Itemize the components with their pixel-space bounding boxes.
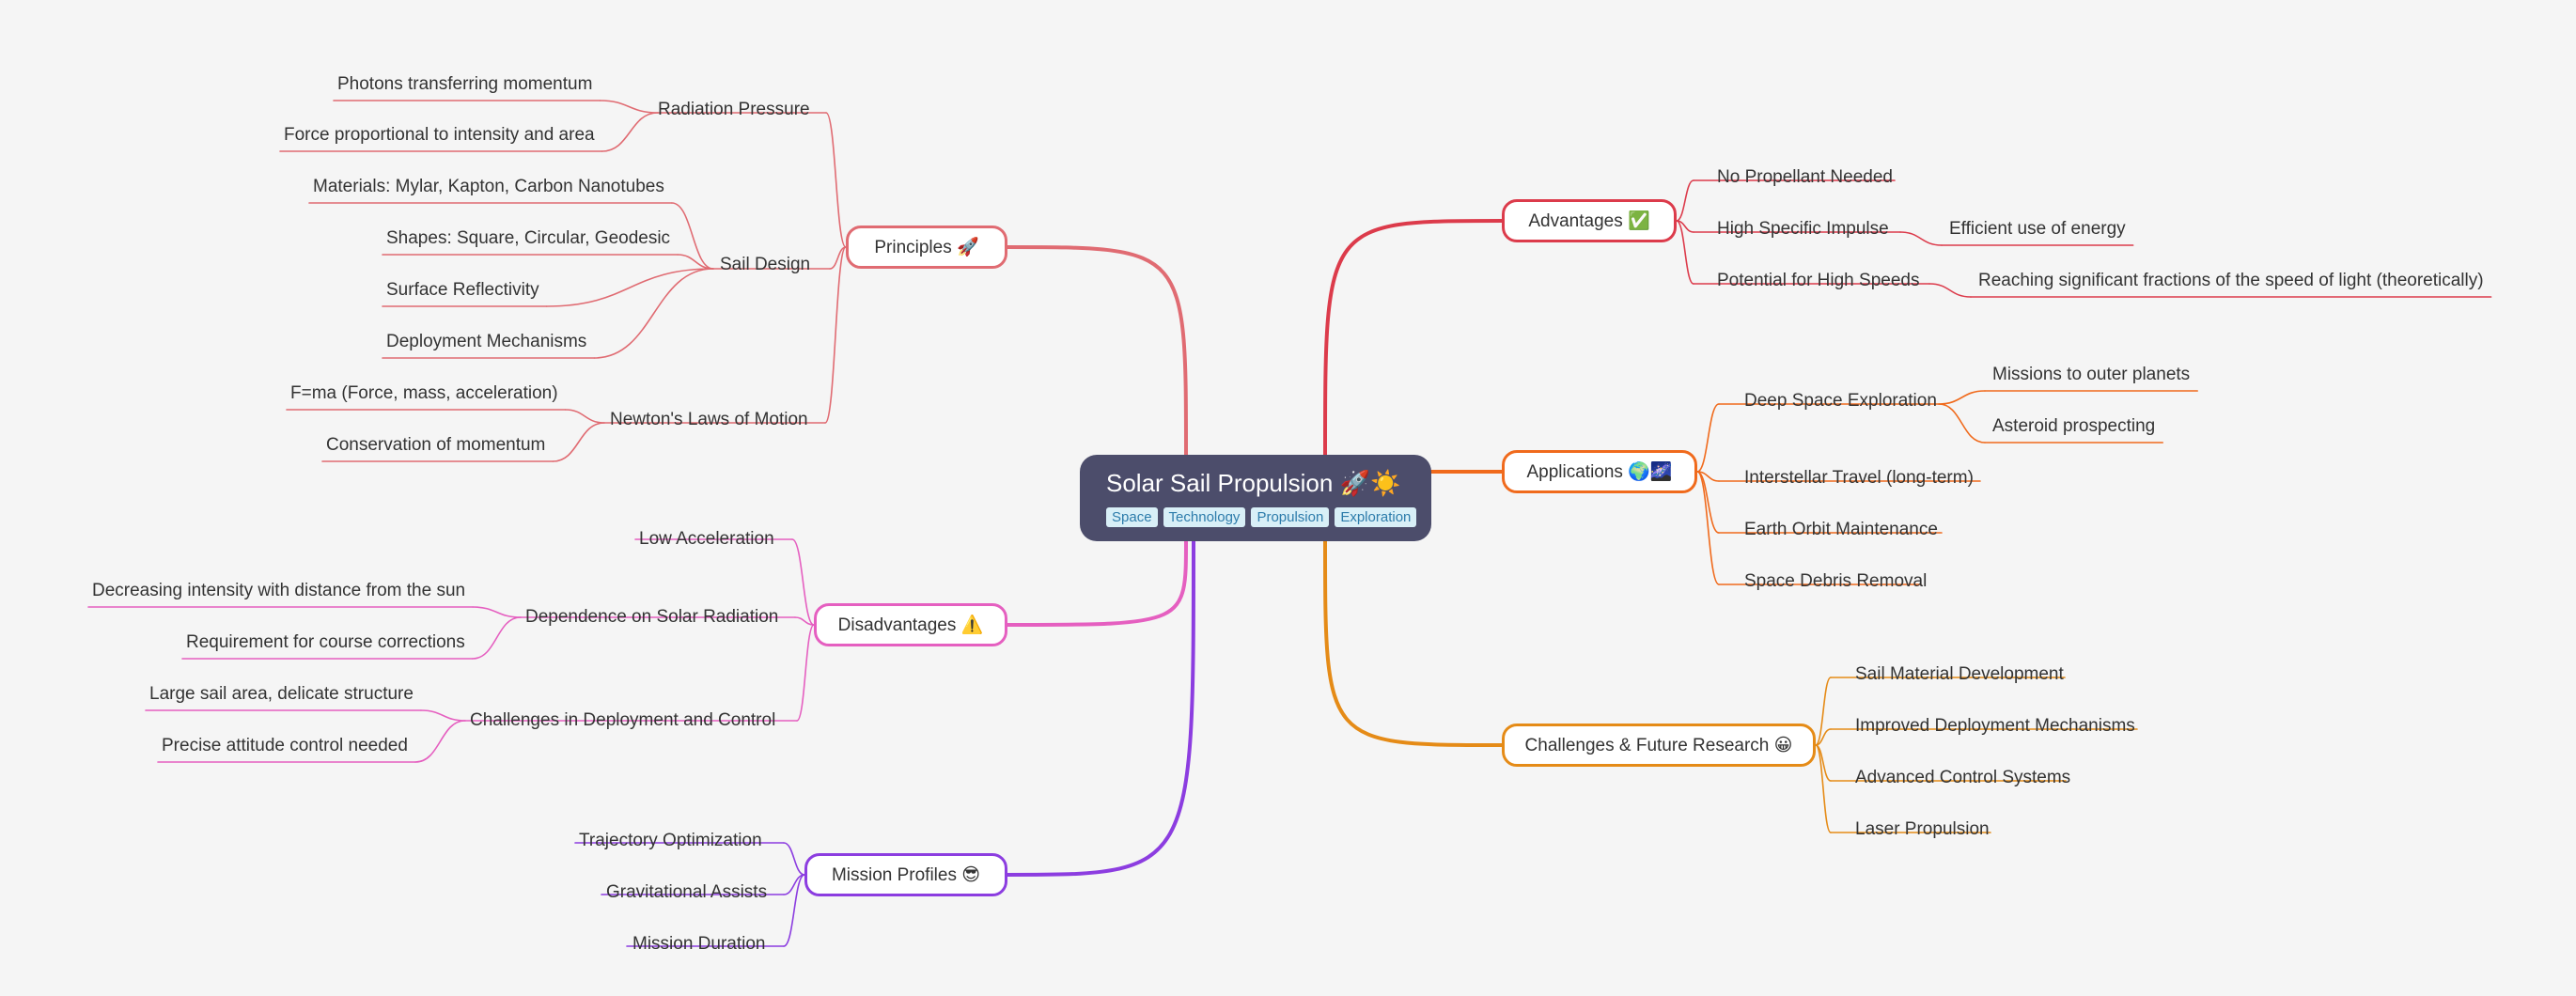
leaf-decreasing-intensity-with-distance-from-the-sun[interactable]: Decreasing intensity with distance from … — [92, 581, 466, 600]
tag-technology[interactable]: Technology — [1163, 507, 1246, 527]
tag-exploration[interactable]: Exploration — [1335, 507, 1417, 527]
subtopic-sail-material-development-connector — [1815, 677, 1832, 746]
tag-space[interactable]: Space — [1106, 507, 1158, 527]
leaf-force-proportional-to-intensity-and-area[interactable]: Force proportional to intensity and area — [284, 125, 595, 145]
leaf-deployment-mechanisms-connector — [593, 268, 714, 359]
subtopic-dependence-on-solar-radiation[interactable]: Dependence on Solar Radiation — [525, 607, 779, 627]
subtopic-laser-propulsion[interactable]: Laser Propulsion — [1855, 819, 1990, 839]
subtopic-no-propellant-needed-connector — [1676, 179, 1694, 222]
leaf-efficient-use-of-energy[interactable]: Efficient use of energy — [1949, 219, 2126, 239]
subtopic-deep-space-exploration-connector — [1696, 403, 1720, 473]
leaf-requirement-for-course-corrections[interactable]: Requirement for course corrections — [186, 632, 465, 652]
subtopic-improved-deployment-mechanisms-connector — [1815, 728, 1832, 746]
subtopic-sail-material-development[interactable]: Sail Material Development — [1855, 664, 2064, 684]
topic-applications[interactable]: Applications 🌍🌌 — [1502, 450, 1697, 493]
subtopic-sail-design-connector — [829, 246, 847, 270]
subtopic-interstellar-travel-long-term[interactable]: Interstellar Travel (long-term) — [1744, 468, 1974, 488]
subtopic-newton-s-laws-of-motion[interactable]: Newton's Laws of Motion — [610, 410, 808, 429]
leaf-requirement-for-course-corrections-connector — [471, 616, 522, 660]
subtopic-low-acceleration-connector — [791, 538, 815, 626]
root-tags: Space Technology Propulsion Exploration — [1106, 507, 1417, 527]
connector-root-challenges — [1323, 539, 1504, 747]
leaf-f-ma-force-mass-acceleration[interactable]: F=ma (Force, mass, acceleration) — [290, 383, 558, 403]
root-title: Solar Sail Propulsion 🚀☀️ — [1106, 469, 1401, 497]
subtopic-potential-for-high-speeds-connector — [1676, 220, 1694, 285]
leaf-photons-transferring-momentum-connector — [599, 100, 659, 114]
leaf-conservation-of-momentum[interactable]: Conservation of momentum — [326, 435, 546, 455]
leaf-missions-to-outer-planets-connector — [1938, 390, 1986, 405]
root-topic[interactable]: Solar Sail Propulsion 🚀☀️ Space Technolo… — [1080, 455, 1431, 541]
subtopic-trajectory-optimization-connector — [783, 842, 805, 876]
subtopic-earth-orbit-maintenance[interactable]: Earth Orbit Maintenance — [1744, 520, 1938, 539]
subtopic-newton-s-laws-of-motion-connector — [824, 246, 847, 424]
leaf-shapes-square-circular-geodesic[interactable]: Shapes: Square, Circular, Geodesic — [386, 228, 671, 248]
connector-root-disadvantages — [1006, 539, 1188, 627]
leaf-missions-to-outer-planets[interactable]: Missions to outer planets — [1992, 365, 2191, 384]
leaf-asteroid-prospecting[interactable]: Asteroid prospecting — [1992, 416, 2156, 436]
subtopic-space-debris-removal-connector — [1696, 471, 1720, 585]
topic-mission[interactable]: Mission Profiles 😎 — [804, 853, 1007, 896]
connector-root-advantages — [1323, 219, 1504, 457]
leaf-efficient-use-of-energy-connector — [1899, 231, 1943, 246]
leaf-surface-reflectivity[interactable]: Surface Reflectivity — [386, 280, 539, 300]
leaf-materials-mylar-kapton-carbon-nanotubes[interactable]: Materials: Mylar, Kapton, Carbon Nanotub… — [313, 177, 664, 196]
subtopic-mission-duration-connector — [783, 874, 805, 947]
topic-disadvantages[interactable]: Disadvantages ⚠️ — [814, 603, 1007, 646]
subtopic-no-propellant-needed[interactable]: No Propellant Needed — [1717, 167, 1893, 187]
subtopic-mission-duration[interactable]: Mission Duration — [632, 934, 766, 954]
leaf-f-ma-force-mass-acceleration-connector — [564, 409, 605, 424]
leaf-reaching-significant-fractions-of-the-speed-of-l-connector — [1928, 283, 1972, 298]
topic-advantages[interactable]: Advantages ✅ — [1502, 199, 1677, 242]
subtopic-low-acceleration[interactable]: Low Acceleration — [639, 529, 774, 549]
subtopic-high-specific-impulse[interactable]: High Specific Impulse — [1717, 219, 1889, 239]
leaf-surface-reflectivity-connector — [545, 268, 714, 307]
leaf-asteroid-prospecting-connector — [1938, 403, 1986, 444]
subtopic-advanced-control-systems[interactable]: Advanced Control Systems — [1855, 768, 2071, 787]
leaf-force-proportional-to-intensity-and-area-connector — [601, 112, 659, 152]
subtopic-sail-design[interactable]: Sail Design — [720, 255, 811, 274]
leaf-conservation-of-momentum-connector — [552, 422, 605, 462]
leaf-materials-mylar-kapton-carbon-nanotubes-connector — [671, 202, 714, 270]
topic-challenges[interactable]: Challenges & Future Research 😀 — [1502, 724, 1816, 767]
leaf-decreasing-intensity-with-distance-from-the-sun-connector — [472, 606, 522, 618]
leaf-precise-attitude-control-needed[interactable]: Precise attitude control needed — [162, 736, 408, 755]
connector-root-mission — [1006, 539, 1195, 877]
leaf-precise-attitude-control-needed-connector — [414, 720, 466, 763]
subtopic-potential-for-high-speeds[interactable]: Potential for High Speeds — [1717, 271, 1920, 290]
leaf-large-sail-area-delicate-structure-connector — [420, 709, 466, 722]
leaf-photons-transferring-momentum[interactable]: Photons transferring momentum — [337, 74, 593, 94]
leaf-deployment-mechanisms[interactable]: Deployment Mechanisms — [386, 332, 587, 351]
tag-propulsion[interactable]: Propulsion — [1251, 507, 1330, 527]
leaf-large-sail-area-delicate-structure[interactable]: Large sail area, delicate structure — [149, 684, 414, 704]
subtopic-space-debris-removal[interactable]: Space Debris Removal — [1744, 571, 1928, 591]
subtopic-improved-deployment-mechanisms[interactable]: Improved Deployment Mechanisms — [1855, 716, 2135, 736]
leaf-reaching-significant-fractions-of-the-speed-of-l[interactable]: Reaching significant fractions of the sp… — [1978, 271, 2484, 290]
subtopic-radiation-pressure-connector — [825, 112, 847, 248]
subtopic-laser-propulsion-connector — [1815, 744, 1832, 833]
subtopic-challenges-in-deployment-and-control-connector — [796, 624, 815, 722]
subtopic-gravitational-assists[interactable]: Gravitational Assists — [606, 882, 768, 902]
subtopic-trajectory-optimization[interactable]: Trajectory Optimization — [579, 831, 762, 850]
subtopic-challenges-in-deployment-and-control[interactable]: Challenges in Deployment and Control — [470, 710, 776, 730]
subtopic-deep-space-exploration[interactable]: Deep Space Exploration — [1744, 391, 1937, 411]
subtopic-radiation-pressure[interactable]: Radiation Pressure — [658, 100, 810, 119]
connector-root-principles — [1006, 245, 1188, 457]
topic-principles[interactable]: Principles 🚀 — [846, 226, 1007, 269]
subtopic-dependence-on-solar-radiation-connector — [794, 616, 815, 626]
subtopic-earth-orbit-maintenance-connector — [1696, 471, 1720, 534]
